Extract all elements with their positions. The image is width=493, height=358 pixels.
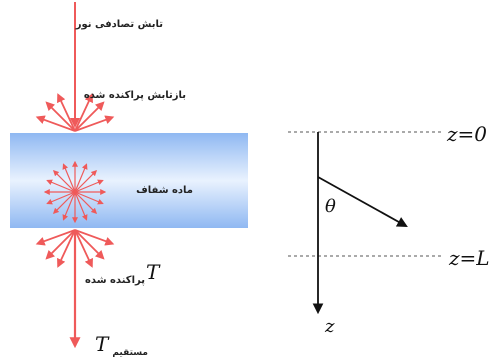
z-axis-label: z	[324, 316, 335, 337]
transmitted-ray-0	[35, 229, 76, 246]
transmitted-scattered-rays	[35, 229, 115, 268]
scatter-ray-5	[62, 191, 76, 221]
scatter-ray-7	[46, 191, 76, 205]
reflected-ray-5	[74, 115, 115, 132]
scatter-ray-3	[74, 191, 88, 221]
scatter-ray-13	[74, 163, 88, 193]
z-zero-label: z=0	[446, 122, 487, 146]
reflected-ray-1	[45, 101, 76, 132]
scatter-ray-10	[52, 169, 76, 193]
reflected-rays	[35, 93, 115, 132]
t-scattered-symbol: T	[146, 260, 161, 284]
incident-label: تابش تصادفی نور	[75, 19, 164, 30]
theta-label: θ	[325, 196, 336, 217]
reflected-ray-4	[74, 101, 105, 132]
t-scattered-subscript: پراکنده شده	[85, 275, 145, 286]
transmitted-ray-4	[74, 229, 105, 260]
z-l-label: z=L	[448, 246, 490, 270]
t-direct-label: T مستقیم	[95, 332, 148, 358]
scatter-ray-9	[46, 179, 76, 193]
transmitted-ray-3	[74, 229, 93, 268]
scatter-ray-11	[62, 163, 76, 193]
reflected-ray-3	[74, 93, 93, 132]
reflected-ray-0	[35, 115, 76, 132]
transmitted-ray-5	[74, 229, 115, 246]
reflected-label: بازتابش پراکنده شده	[84, 90, 186, 101]
transparent-slab	[10, 133, 248, 228]
scatter-ray-2	[74, 191, 98, 215]
scatter-star-icon	[43, 160, 107, 224]
t-direct-symbol: T	[95, 332, 110, 356]
reflected-ray-2	[57, 93, 76, 132]
direction-vector	[317, 176, 408, 228]
transmitted-ray-2	[57, 229, 76, 268]
scatter-ray-6	[52, 191, 76, 215]
scatter-ray-14	[74, 169, 98, 193]
medium-label: ماده شفاف	[136, 185, 193, 196]
transmitted-ray-1	[45, 229, 76, 260]
t-scattered-label: پراکنده شده T	[85, 260, 161, 286]
scatter-ray-1	[74, 191, 104, 205]
t-direct-subscript: مستقیم	[112, 348, 148, 358]
scatter-ray-15	[74, 179, 104, 193]
